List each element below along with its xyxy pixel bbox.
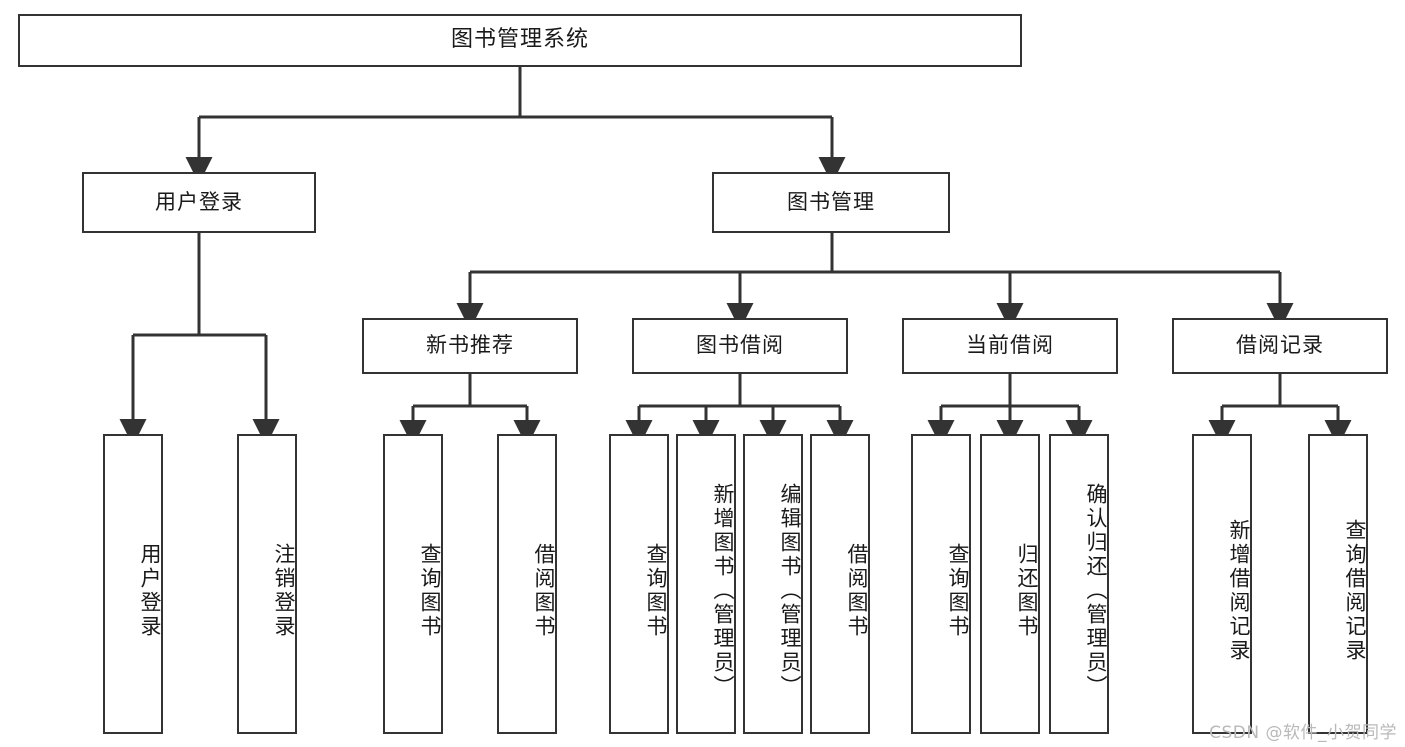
node-current-borrow-label: 当前借阅 [966,333,1054,358]
watermark-text: CSDN @软件_小贺同学 [1209,723,1397,743]
leaf-br-query-record-label: 查询借阅记录 [1343,519,1367,663]
leaf-br-add-record-label: 新增借阅记录 [1227,519,1251,663]
node-borrow-record[interactable]: 借阅记录 [1172,318,1388,374]
leaf-nb-query-book-label: 查询图书 [418,543,442,639]
leaf-logout[interactable]: 注销登录 [237,434,297,734]
leaf-bb-query-book-label: 查询图书 [644,543,668,639]
node-user-login[interactable]: 用户登录 [82,172,316,233]
leaf-logout-label: 注销登录 [272,543,296,639]
leaf-br-add-record[interactable]: 新增借阅记录 [1192,434,1252,734]
leaf-bb-add-book[interactable]: 新增图书（管理员） [676,434,736,734]
leaf-nb-query-book[interactable]: 查询图书 [383,434,443,734]
leaf-bb-query-book[interactable]: 查询图书 [609,434,669,734]
leaf-nb-borrow-book-label: 借阅图书 [532,543,556,639]
node-book-management-label: 图书管理 [787,189,875,214]
node-new-book-recommend-label: 新书推荐 [426,333,514,358]
leaf-bb-borrow-book[interactable]: 借阅图书 [810,434,870,734]
node-book-management[interactable]: 图书管理 [712,172,950,233]
leaf-bb-edit-book-label: 编辑图书（管理员） [778,483,802,699]
leaf-bb-borrow-book-label: 借阅图书 [845,543,869,639]
node-root[interactable]: 图书管理系统 [18,14,1022,67]
leaf-cb-query-book[interactable]: 查询图书 [911,434,971,734]
node-borrow-record-label: 借阅记录 [1236,333,1324,358]
leaf-bb-edit-book[interactable]: 编辑图书（管理员） [743,434,803,734]
leaf-br-query-record[interactable]: 查询借阅记录 [1308,434,1368,734]
node-current-borrow[interactable]: 当前借阅 [902,318,1118,374]
node-new-book-recommend[interactable]: 新书推荐 [362,318,578,374]
leaf-bb-add-book-label: 新增图书（管理员） [711,483,735,699]
leaf-cb-query-book-label: 查询图书 [946,543,970,639]
leaf-cb-return-book-label: 归还图书 [1015,543,1039,639]
leaf-nb-borrow-book[interactable]: 借阅图书 [497,434,557,734]
leaf-user-login[interactable]: 用户登录 [103,434,163,734]
node-root-label: 图书管理系统 [450,27,589,53]
node-book-borrow-label: 图书借阅 [696,333,784,358]
leaf-cb-confirm-return[interactable]: 确认归还（管理员） [1049,434,1109,734]
leaf-cb-return-book[interactable]: 归还图书 [980,434,1040,734]
node-book-borrow[interactable]: 图书借阅 [632,318,848,374]
node-user-login-label: 用户登录 [155,189,243,214]
leaf-user-login-label: 用户登录 [138,543,162,639]
leaf-cb-confirm-return-label: 确认归还（管理员） [1084,483,1108,699]
